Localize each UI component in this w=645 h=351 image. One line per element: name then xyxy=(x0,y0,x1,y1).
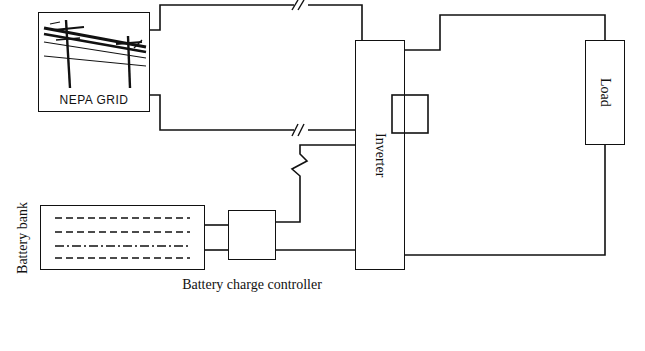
wire xyxy=(405,145,605,255)
wire xyxy=(205,249,228,251)
node-label: Load xyxy=(597,78,613,107)
line-break-mark xyxy=(292,0,308,10)
wire xyxy=(205,224,228,226)
node-label: NEPA GRID xyxy=(39,94,149,108)
inverter-terminal-box xyxy=(392,95,428,133)
power-line-picture xyxy=(44,20,146,88)
grid-box: NEPA GRID xyxy=(38,12,150,112)
inverter-box: Inverter xyxy=(355,40,405,270)
line-break-mark xyxy=(292,124,308,136)
battery-bank-box: Battery bank xyxy=(40,205,205,270)
load-box: Load xyxy=(585,40,625,145)
wire xyxy=(276,249,355,251)
wire xyxy=(405,15,605,50)
node-label: Battery bank xyxy=(15,202,31,274)
wire xyxy=(276,145,355,222)
node-label: Battery charge controller xyxy=(182,277,322,293)
battery-cells xyxy=(55,218,190,258)
wire xyxy=(150,95,355,130)
charge-controller-box: Battery charge controller xyxy=(228,210,276,260)
node-label: Inverter xyxy=(372,133,388,177)
wire xyxy=(150,5,362,40)
